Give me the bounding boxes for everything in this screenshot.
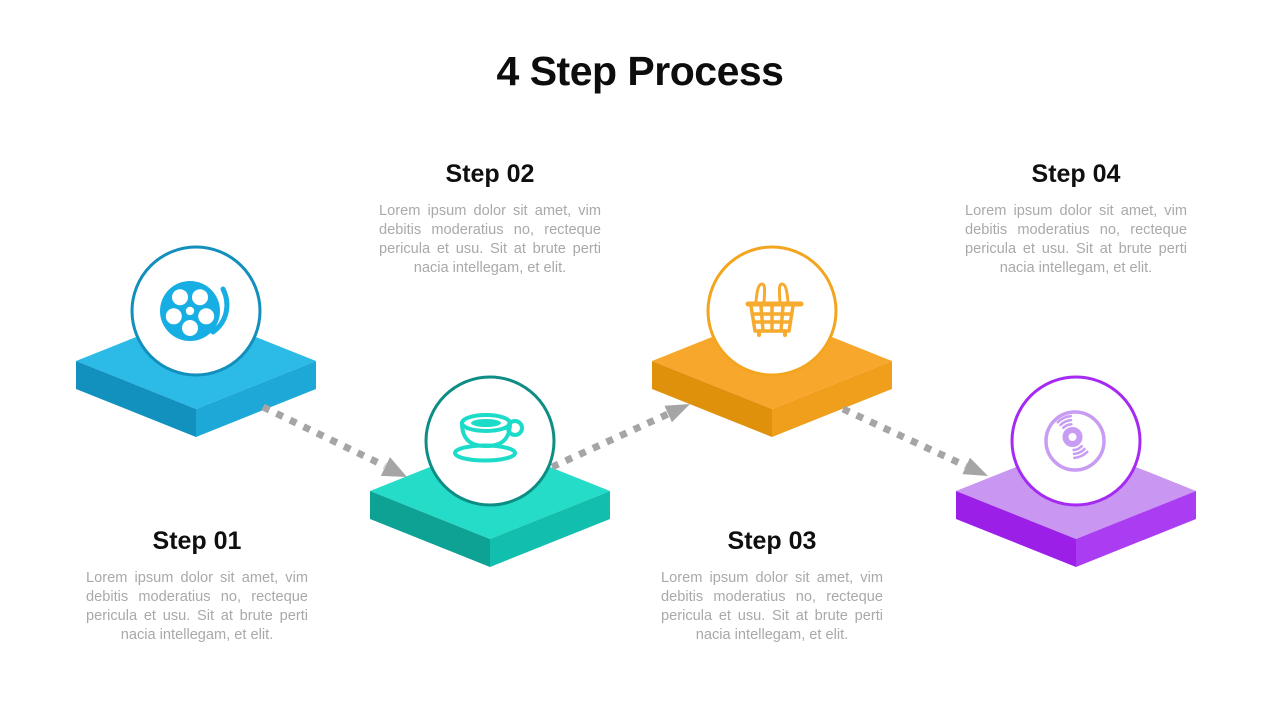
badge-circle bbox=[424, 375, 556, 507]
step-01-description: Lorem ipsum dolor sit amet, vim debitis … bbox=[86, 570, 308, 643]
dotted-line bbox=[261, 403, 387, 470]
step-01-circle-badge bbox=[130, 245, 262, 377]
connector-arrow-2-3 bbox=[550, 404, 690, 471]
step-03-description: Lorem ipsum dolor sit amet, vim debitis … bbox=[661, 570, 883, 643]
step-04-circle-badge bbox=[1010, 375, 1142, 507]
cd-icon bbox=[1044, 410, 1106, 472]
platform-left-face bbox=[652, 361, 772, 437]
step-01-heading: Step 01 bbox=[152, 527, 242, 555]
arrowhead-icon bbox=[664, 404, 690, 423]
page-title: 4 Step Process bbox=[496, 48, 785, 94]
platform-right-face bbox=[196, 361, 316, 437]
arrowhead-icon bbox=[380, 457, 407, 477]
coffee-cup-icon bbox=[453, 413, 524, 463]
shopping-basket-icon bbox=[745, 282, 804, 337]
step-04-heading: Step 04 bbox=[1031, 160, 1121, 188]
step-04-description: Lorem ipsum dolor sit amet, vim debitis … bbox=[965, 203, 1187, 276]
step-03-circle-badge bbox=[706, 245, 838, 377]
step-03-heading: Step 03 bbox=[727, 527, 817, 555]
platform-left-face bbox=[370, 491, 490, 567]
platform-right-face bbox=[490, 491, 610, 567]
platform-right-face bbox=[772, 361, 892, 437]
dotted-line bbox=[550, 410, 670, 471]
connector-arrow-3-4 bbox=[841, 405, 988, 476]
step-02-heading: Step 02 bbox=[445, 160, 535, 188]
connector-arrow-1-2 bbox=[261, 403, 407, 477]
platform-right-face bbox=[1076, 491, 1196, 567]
platform-left-face bbox=[956, 491, 1076, 567]
step-02-description: Lorem ipsum dolor sit amet, vim debitis … bbox=[379, 203, 601, 276]
dotted-line bbox=[841, 405, 968, 470]
platform-left-face bbox=[76, 361, 196, 437]
film-reel-icon bbox=[160, 281, 230, 341]
arrowhead-icon bbox=[962, 457, 988, 476]
step-02-circle-badge bbox=[424, 375, 556, 507]
